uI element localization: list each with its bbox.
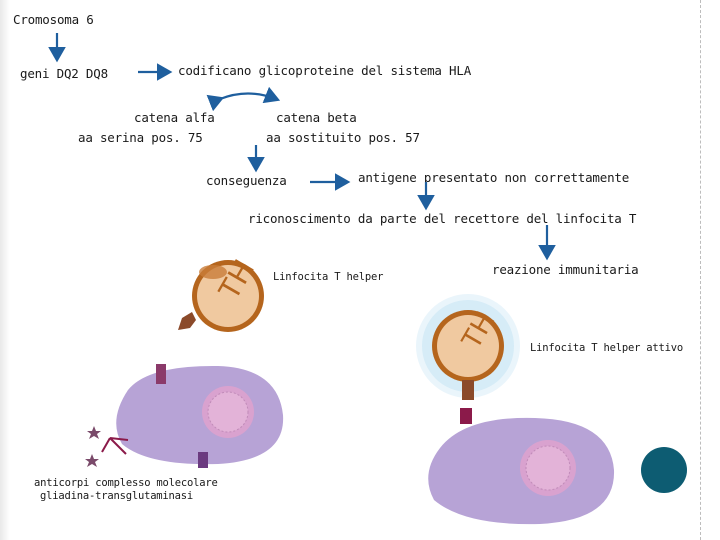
label-linfocita-attivo: Linfocita T helper attivo [530, 342, 684, 354]
label-anticorpi-line2: gliadina-transglutaminasi [40, 490, 194, 502]
t-helper-cell-icon: TH [178, 258, 264, 332]
apc-cell-left-icon [116, 364, 284, 468]
label-linfocita-helper: Linfocita T helper [273, 271, 384, 283]
label-catena-beta: catena beta [276, 110, 357, 125]
label-riconoscimento: riconoscimento da parte del recettore de… [248, 211, 637, 226]
label-reazione: reazione immunitaria [492, 262, 639, 277]
slide-left-border [0, 0, 10, 540]
label-codificano: codificano glicoproteine del sistema HLA [178, 63, 472, 78]
label-conseguenza: conseguenza [206, 173, 287, 188]
t-helper-activated-icon: TH [416, 294, 520, 400]
label-aa-sostituito: aa sostituito pos. 57 [266, 130, 420, 145]
label-cromosoma: Cromosoma 6 [13, 12, 94, 27]
label-geni: geni DQ2 DQ8 [20, 66, 108, 81]
label-anticorpi-line1: anticorpi complesso molecolare [34, 477, 218, 489]
label-antigene: antigene presentato non correttamente [358, 170, 630, 185]
arrow-alfa-beta [206, 86, 281, 112]
label-aa-serina: aa serina pos. 75 [78, 130, 203, 145]
apc-cell-right-icon [428, 408, 615, 525]
accent-dot [641, 447, 687, 493]
slide-right-guide [700, 0, 702, 540]
label-catena-alfa: catena alfa [134, 110, 215, 125]
antibody-complex-icon [85, 426, 129, 467]
